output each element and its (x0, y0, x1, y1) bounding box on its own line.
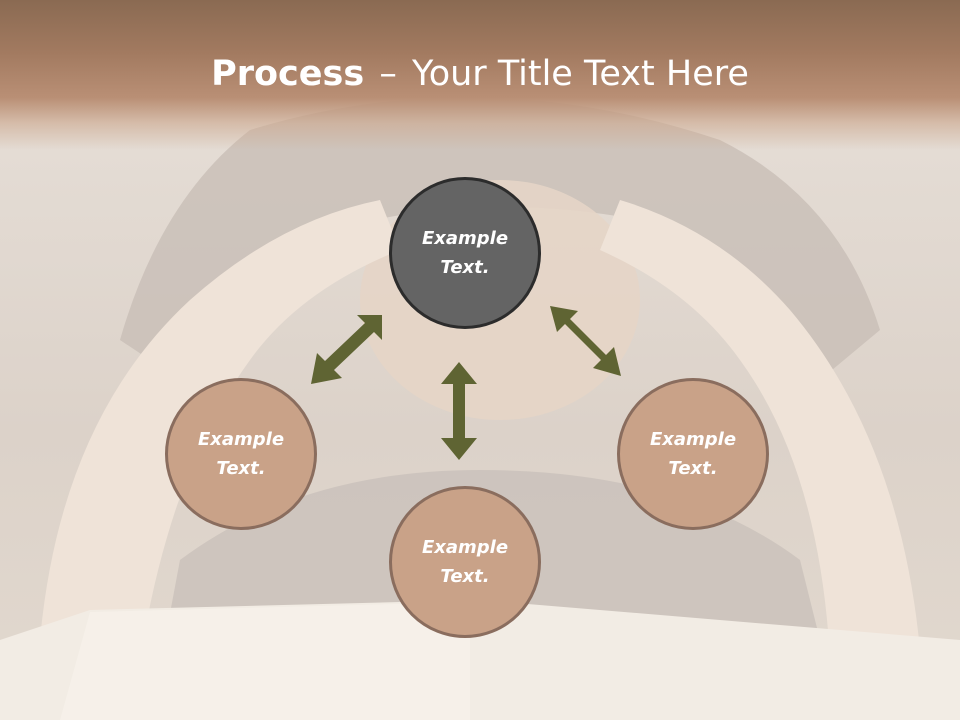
process-node-bottom: Example Text. (389, 486, 541, 638)
node-text-line2: Text. (440, 257, 490, 278)
title-rest: Your Title Text Here (411, 54, 749, 94)
title-separator: – (379, 54, 397, 94)
double-arrow-diagonal-icon (550, 306, 621, 376)
node-text-line1: Example (421, 537, 509, 558)
slide-title: Process – Your Title Text Here (0, 52, 960, 96)
node-text-line1: Example (197, 429, 285, 450)
title-strong: Process (211, 54, 365, 94)
node-text-line2: Text. (216, 458, 266, 479)
node-text-line1: Example (649, 429, 737, 450)
double-arrow-diagonal-icon (311, 315, 382, 384)
node-text-line2: Text. (668, 458, 718, 479)
process-node-right: Example Text. (617, 378, 769, 530)
node-text-line2: Text. (440, 566, 490, 587)
process-node-top: Example Text. (389, 177, 541, 329)
node-text-line1: Example (421, 228, 509, 249)
process-node-left: Example Text. (165, 378, 317, 530)
title-band (0, 0, 960, 150)
double-arrow-vertical-icon (441, 362, 477, 460)
